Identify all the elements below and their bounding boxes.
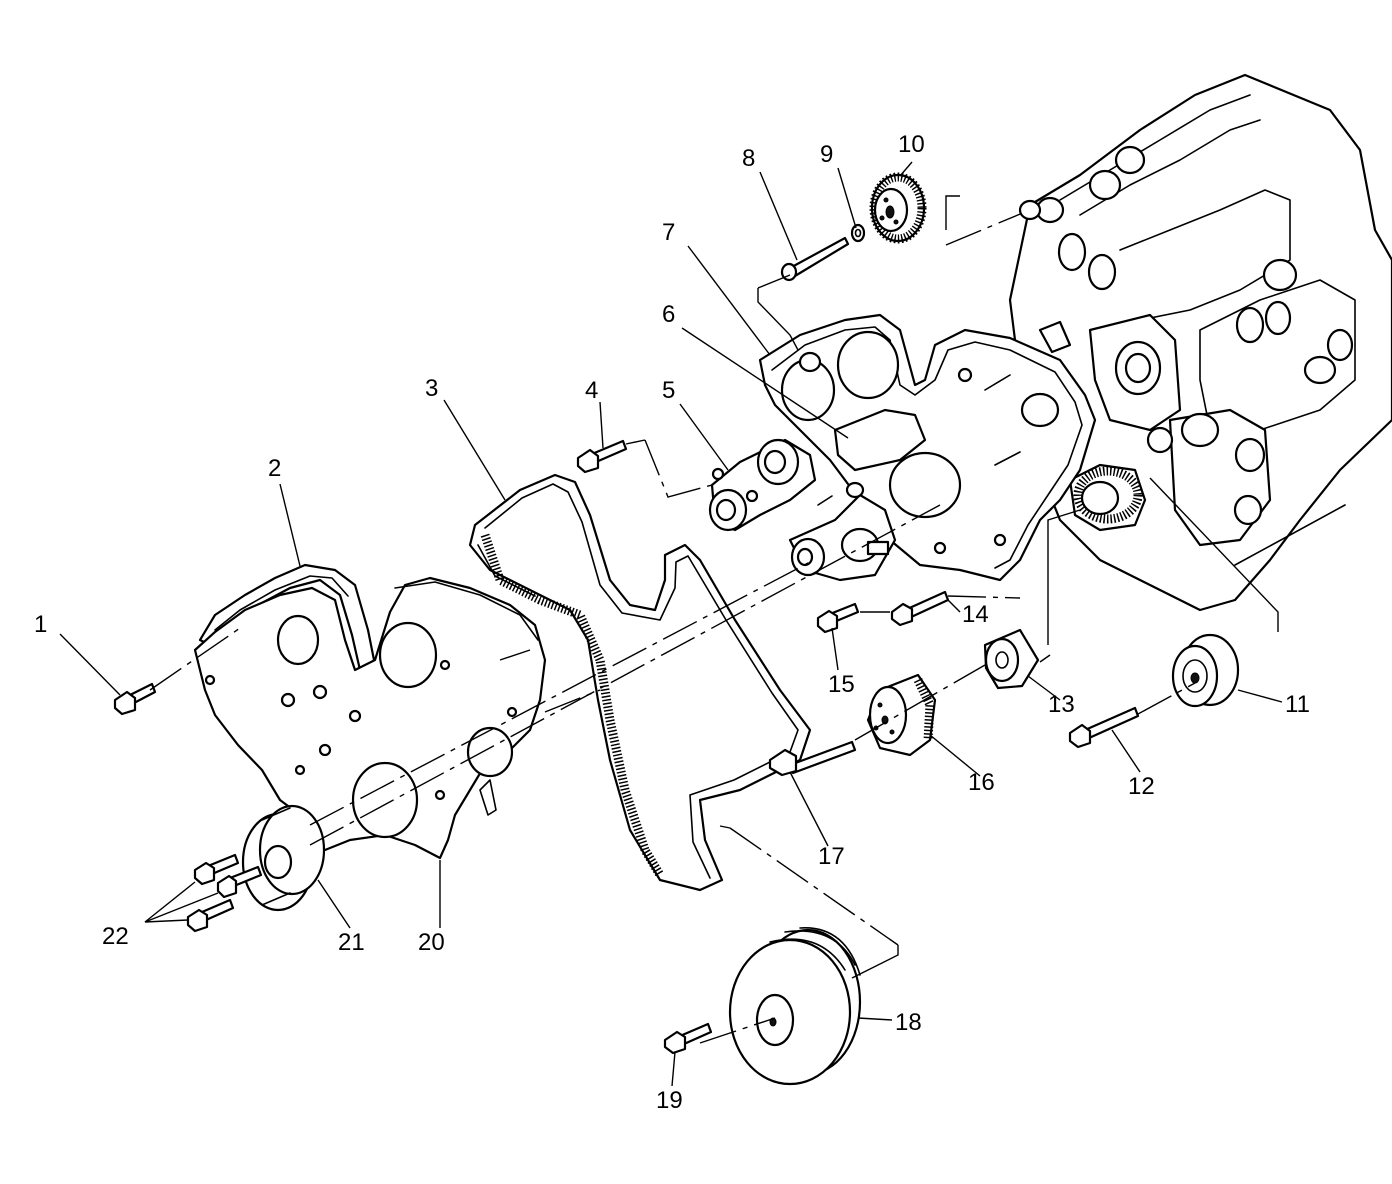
washer xyxy=(850,223,866,243)
bolt-19 xyxy=(663,1022,713,1055)
bolts-22 xyxy=(186,853,263,933)
timing-belt xyxy=(468,473,812,892)
callout-20: 20 xyxy=(418,929,445,956)
leader-lines xyxy=(59,161,1283,1087)
callout-22: 22 xyxy=(102,923,129,950)
callout-17: 17 xyxy=(818,843,845,870)
idler-pulley-13 xyxy=(983,628,1040,690)
callout-8: 8 xyxy=(742,145,755,172)
center-lines xyxy=(309,504,1196,1044)
front-timing-cover xyxy=(193,576,547,860)
callout-7: 7 xyxy=(662,219,675,246)
callout-16: 16 xyxy=(968,769,995,796)
callout-19: 19 xyxy=(656,1087,683,1114)
callout-3: 3 xyxy=(425,375,438,402)
callout-13: 13 xyxy=(1048,691,1075,718)
cover-bolt-1 xyxy=(113,682,157,716)
callout-6: 6 xyxy=(662,301,675,328)
callout-4: 4 xyxy=(585,377,598,404)
callout-18: 18 xyxy=(895,1009,922,1036)
engine-block xyxy=(1008,73,1392,612)
bolt-17 xyxy=(768,740,857,777)
bolt-15 xyxy=(816,602,860,634)
callout-1: 1 xyxy=(34,611,47,638)
callout-10: 10 xyxy=(898,131,925,158)
callout-5: 5 xyxy=(662,377,675,404)
idler-bracket xyxy=(788,481,897,582)
camshaft-sprocket-bolt xyxy=(780,236,850,282)
tensioner-bolt xyxy=(576,439,628,474)
rear-timing-cover xyxy=(758,313,1097,582)
callout-15: 15 xyxy=(828,671,855,698)
crankshaft-sprocket xyxy=(241,804,326,912)
idler-pulley-16 xyxy=(866,673,937,757)
camshaft-sprocket xyxy=(869,172,927,244)
callout-2: 2 xyxy=(268,455,281,482)
callout-14: 14 xyxy=(962,601,989,628)
idler-pulley-11 xyxy=(1171,633,1240,708)
callout-9: 9 xyxy=(820,141,833,168)
bolt-14 xyxy=(890,590,950,627)
bolt-12 xyxy=(1068,706,1140,749)
callout-12: 12 xyxy=(1128,773,1155,800)
callout-labels: 1 2 3 4 5 6 7 8 9 10 11 12 13 14 15 16 1… xyxy=(34,131,1310,1114)
callout-21: 21 xyxy=(338,929,365,956)
crankshaft-pulley xyxy=(728,927,862,1086)
callout-11: 11 xyxy=(1285,691,1310,718)
timing-belt-tensioner xyxy=(708,438,817,532)
